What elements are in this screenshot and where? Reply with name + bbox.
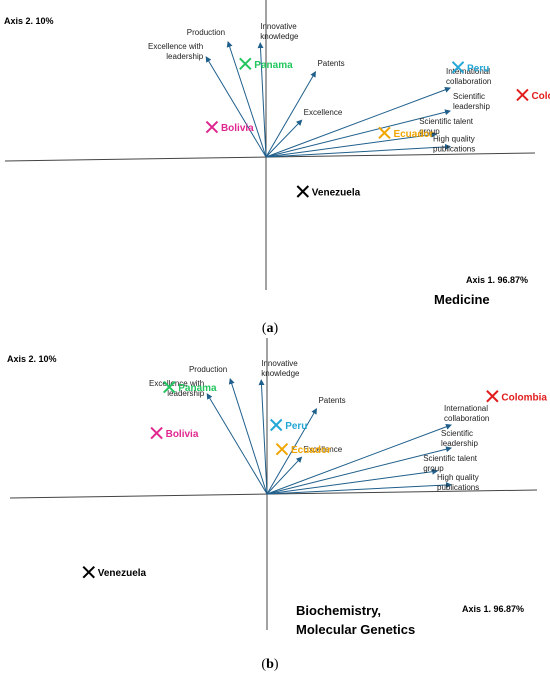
marker-venezuela [82, 565, 95, 579]
arrow-production [228, 378, 268, 495]
country-label-colombia: Colombia [501, 392, 547, 403]
country-label-panama: Panama [178, 383, 217, 394]
marker-peru [269, 418, 283, 432]
label-patents: Patents [317, 59, 344, 68]
arrow-high-quality-publications [266, 482, 452, 495]
marker-panama [239, 57, 252, 71]
country-label-peru: Peru [285, 421, 307, 432]
panel-title: Medicine [434, 292, 490, 307]
panel-biochemistry: Axis 2. 10% Axis 1. 96.87% Biochemistry, Mo… [7, 338, 547, 637]
arrow-innovative-knowledge [258, 379, 268, 495]
arrow-patents [265, 71, 316, 158]
arrow-production [226, 41, 267, 158]
arrow-scientific-leadership [266, 446, 452, 495]
country-label-ecuador: Ecuador [393, 129, 433, 140]
marker-ecuador [275, 442, 289, 456]
country-label-peru: Peru [467, 63, 489, 74]
arrow-scientific-talent-group [266, 468, 439, 495]
label-production: Production [189, 365, 227, 374]
arrow-innovative-knowledge [257, 42, 267, 158]
panel-title-line: Biochemistry, [296, 603, 381, 618]
y-axis-label: Axis 2. 10% [4, 16, 54, 26]
arrow-excellence-with-leadership [206, 393, 268, 495]
country-label-bolivia: Bolivia [166, 429, 199, 440]
label-excellence: Excellence [304, 445, 343, 454]
x-axis-label: Axis 1. 96.87% [462, 604, 524, 614]
y-axis-label: Axis 2. 10% [7, 354, 57, 364]
arrow-high-quality-publications [265, 143, 451, 158]
arrow-patents [266, 408, 317, 495]
arrow-excellence [265, 119, 303, 158]
caption-b: (b) [261, 657, 278, 672]
label-patents: Patents [318, 396, 345, 405]
marker-venezuela [296, 185, 310, 198]
marker-ecuador [378, 126, 391, 140]
arrow-excellence-with-leadership [205, 56, 267, 158]
country-label-bolivia: Bolivia [221, 123, 254, 134]
country-label-ecuador: Ecuador [291, 445, 331, 456]
marker-colombia [516, 88, 529, 102]
x-axis-label: Axis 1. 96.87% [466, 275, 528, 285]
country-label-venezuela: Venezuela [312, 188, 361, 199]
arrow-excellence [266, 456, 303, 495]
country-label-panama: Panama [254, 60, 293, 71]
arrow-international-collaboration [266, 423, 452, 495]
panel-title-line: Molecular Genetics [296, 622, 415, 637]
country-label-colombia: Colombia [531, 91, 550, 102]
panel-medicine: Axis 2. 10% Axis 1. 96.87% Medicine Product… [4, 0, 550, 307]
marker-bolivia [150, 426, 163, 440]
arrow-international-collaboration [265, 86, 451, 158]
caption-a: (a) [262, 321, 279, 336]
arrow-scientific-talent-group [265, 131, 438, 158]
label-production: Production [187, 28, 225, 37]
marker-colombia [486, 390, 499, 403]
marker-panama [163, 380, 176, 394]
arrow-scientific-leadership [265, 109, 451, 158]
label-excellence: Excellence [304, 108, 343, 117]
country-label-venezuela: Venezuela [98, 568, 147, 579]
marker-peru [451, 61, 465, 74]
marker-bolivia [205, 120, 219, 134]
